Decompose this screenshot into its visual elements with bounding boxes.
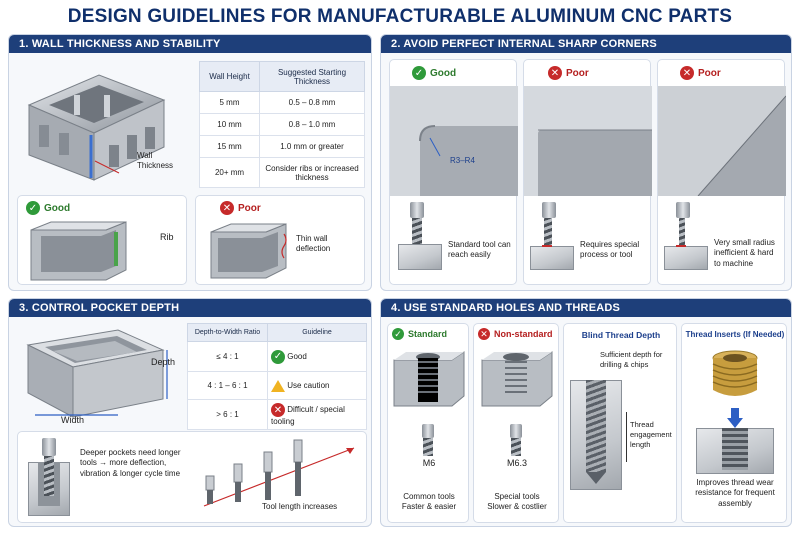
pocket-depth-table: Depth-to-Width Ratio Guideline ≤ 4 : 1 ✓… xyxy=(187,323,367,430)
table-header: Wall Height xyxy=(199,61,260,92)
m6-thread-image xyxy=(393,351,465,407)
sufficient-depth-text: Sufficient depth for drilling & chips xyxy=(600,350,663,369)
tap-icon xyxy=(510,424,522,438)
m6-label: M6 xyxy=(422,458,436,468)
x-icon: ✕ xyxy=(680,66,694,80)
check-icon: ✓ xyxy=(271,349,285,364)
section-header: 1. WALL THICKNESS AND STABILITY xyxy=(9,35,371,53)
poor-label: ✕Poor xyxy=(548,66,589,80)
thread-inserts-card: Thread Inserts (If Needed) Improves thre… xyxy=(681,323,787,523)
x-icon: ✕ xyxy=(220,201,234,215)
good-label: ✓Good xyxy=(26,201,70,215)
pocket-block-image xyxy=(26,329,168,418)
ribbed-box-image xyxy=(30,221,127,281)
nonstandard-label: ✕Non-standard xyxy=(478,328,553,340)
good-label: ✓Good xyxy=(412,66,456,80)
warning-icon xyxy=(271,379,285,392)
poor-label: ✕Poor xyxy=(220,201,261,215)
corner-caption: Very small radius inefficient & hard to … xyxy=(714,238,775,268)
machined-part-image xyxy=(19,65,169,185)
depth-label: Depth xyxy=(151,357,176,367)
x-icon: ✕ xyxy=(478,328,490,340)
rounded-corner-image xyxy=(390,86,518,196)
x-icon: ✕ xyxy=(548,66,562,80)
deeper-pockets-text: Deeper pockets need longer tools → more … xyxy=(80,448,181,478)
tap-icon xyxy=(422,424,434,438)
good-wall-card: ✓Good Rib xyxy=(17,195,187,285)
check-icon: ✓ xyxy=(26,201,40,215)
m63-thread-image xyxy=(481,351,553,407)
blind-thread-card: Blind Thread Depth Sufficient depth for … xyxy=(563,323,677,523)
wall-thickness-label: Wall Thickness xyxy=(137,151,174,171)
poor-wall-card: ✕Poor Thin wall deflection xyxy=(195,195,365,285)
nonstandard-thread-card: ✕Non-standard M6.3 Special tools Slower … xyxy=(473,323,559,523)
section-holes-threads: 4. USE STANDARD HOLES AND THREADS ✓Stand… xyxy=(380,298,792,527)
poor-corner-card-1: ✕Poor Requires special process or tool xyxy=(523,59,652,285)
section-wall-thickness: 1. WALL THICKNESS AND STABILITY Wall Thi… xyxy=(8,34,372,291)
special-tools-text: Special tools Slower & costlier xyxy=(487,492,547,512)
section-header: 2. AVOID PERFECT INTERNAL SHARP CORNERS xyxy=(381,35,791,53)
table-header: Depth-to-Width Ratio xyxy=(187,323,268,342)
poor-label: ✕Poor xyxy=(680,66,721,80)
table-row: 4 : 1 – 6 : 1 Use caution xyxy=(187,371,367,400)
corner-caption: Requires special process or tool xyxy=(580,240,640,260)
tool-length-card: Deeper pockets need longer tools → more … xyxy=(17,431,367,523)
end-mill-icon xyxy=(676,202,690,218)
page-title: DESIGN GUIDELINES FOR MANUFACTURABLE ALU… xyxy=(67,6,733,27)
rib-label: Rib xyxy=(160,232,174,242)
thread-inserts-title: Thread Inserts (If Needed) xyxy=(685,330,785,339)
improves-text: Improves thread wear resistance for freq… xyxy=(695,478,775,508)
thin-wall-label: Thin wall deflection xyxy=(296,234,331,254)
tool-length-label: Tool length increases xyxy=(262,502,338,511)
arrow-down-icon xyxy=(731,408,739,418)
engagement-text: Thread engagement length xyxy=(630,420,672,449)
blind-thread-title: Blind Thread Depth xyxy=(581,330,661,340)
check-icon: ✓ xyxy=(392,328,404,340)
radius-label: R3–R4 xyxy=(450,156,475,165)
end-mill-icon xyxy=(542,202,556,218)
small-radius-corner-image xyxy=(524,86,652,196)
section-header: 4. USE STANDARD HOLES AND THREADS xyxy=(381,299,791,317)
standard-label: ✓Standard xyxy=(392,328,447,340)
x-icon: ✕ xyxy=(271,403,285,417)
m63-label: M6.3 xyxy=(506,458,527,468)
table-header: Guideline xyxy=(267,323,367,342)
good-corner-card: ✓Good R3–R4 Standard tool can reach easi… xyxy=(389,59,518,285)
common-tools-text: Common tools Faster & easier xyxy=(401,492,457,512)
section-pocket-depth: 3. CONTROL POCKET DEPTH Depth Width Dept… xyxy=(8,298,372,527)
table-header: Suggested Starting Thickness xyxy=(259,61,365,92)
sharp-corner-image xyxy=(658,86,786,196)
corner-caption: Standard tool can reach easily xyxy=(448,240,511,260)
table-row: ≤ 4 : 1 ✓ Good xyxy=(187,341,367,372)
tool-length-graphic xyxy=(203,439,355,507)
section-sharp-corners: 2. AVOID PERFECT INTERNAL SHARP CORNERS … xyxy=(380,34,792,291)
width-label: Width xyxy=(61,415,85,425)
end-mill-icon xyxy=(410,202,424,218)
section-header: 3. CONTROL POCKET DEPTH xyxy=(9,299,371,317)
end-mill-icon xyxy=(42,438,56,456)
check-icon: ✓ xyxy=(412,66,426,80)
poor-corner-card-2: ✕Poor Very small radius inefficient & ha… xyxy=(657,59,786,285)
table-row: > 6 : 1 ✕ Difficult / special tooling xyxy=(187,399,367,430)
thin-wall-box-image xyxy=(210,223,287,279)
thread-insert-image xyxy=(712,350,758,396)
standard-thread-card: ✓Standard M6 Common tools Faster & easie… xyxy=(387,323,469,523)
wall-thickness-table: Wall Height Suggested Starting Thickness… xyxy=(199,61,365,188)
